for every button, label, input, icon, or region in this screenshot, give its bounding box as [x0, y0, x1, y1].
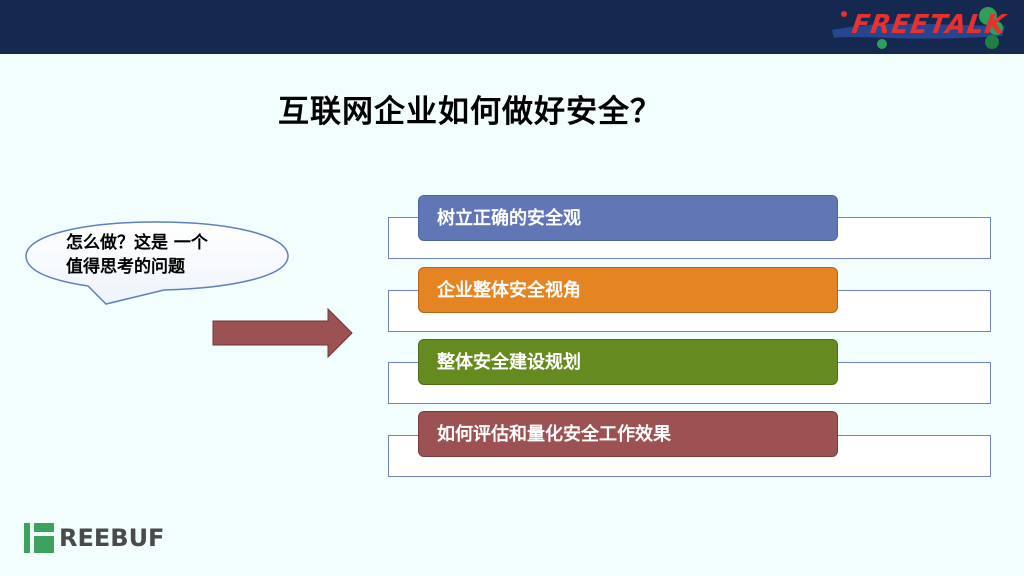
freetalk-logo-text: FREETALK	[849, 10, 1008, 40]
callout-text: 怎么做？这是 一个 值得思考的问题	[66, 231, 266, 279]
freetalk-logo: FREETALK	[830, 4, 1010, 50]
header-bar: FREETALK	[0, 0, 1024, 54]
paint-splash-icon	[832, 7, 1005, 49]
speech-bubble-icon	[25, 221, 289, 305]
item-evaluate-effectiveness: 如何评估和量化安全工作效果	[418, 411, 838, 457]
item-enterprise-perspective: 企业整体安全视角	[418, 267, 838, 313]
freebuf-mark-icon	[24, 523, 54, 553]
item-construction-planning: 整体安全建设规划	[418, 339, 838, 385]
callout-line-2: 值得思考的问题	[66, 257, 185, 277]
callout-line-1: 怎么做？这是 一个	[66, 233, 208, 253]
right-arrow-icon	[212, 308, 353, 359]
freebuf-logo: REEBUF	[24, 523, 164, 553]
item-security-mindset: 树立正确的安全观	[418, 195, 838, 241]
freebuf-logo-text: REEBUF	[59, 524, 165, 552]
slide-title: 互联网企业如何做好安全？	[278, 94, 662, 130]
